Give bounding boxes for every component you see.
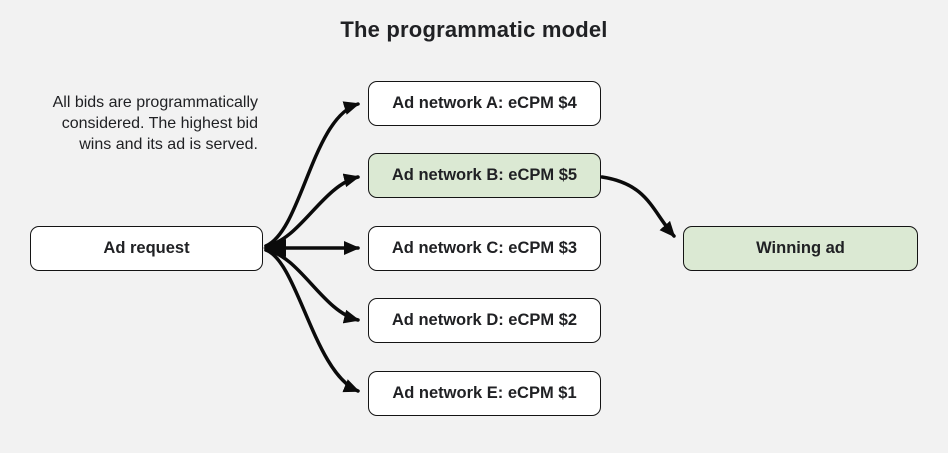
arrow-request-to-network-a xyxy=(264,101,360,248)
arrow-request-to-network-b xyxy=(264,173,360,248)
arrow-request-to-network-e xyxy=(264,248,360,393)
annotation-line: All bids are programmatically xyxy=(52,94,258,111)
node-ad-network-e: Ad network E: eCPM $1 xyxy=(368,371,601,416)
annotation-line: considered. The highest bid xyxy=(61,115,258,132)
diagram-title: The programmatic model xyxy=(340,17,608,42)
node-ad-network-c: Ad network C: eCPM $3 xyxy=(368,226,601,271)
arrow-origin-head xyxy=(263,239,286,257)
node-ad-network-a: Ad network A: eCPM $4 xyxy=(368,81,601,126)
arrow-network-b-to-winning-ad xyxy=(600,175,676,238)
node-ad-request: Ad request xyxy=(30,226,263,271)
annotation-line: wins and its ad is served. xyxy=(79,136,258,153)
node-ad-network-b: Ad network B: eCPM $5 xyxy=(368,153,601,198)
node-winning-ad: Winning ad xyxy=(683,226,918,271)
arrow-request-to-network-d xyxy=(264,248,360,324)
annotation-text: All bids are programmatically considered… xyxy=(0,92,258,155)
node-ad-network-d: Ad network D: eCPM $2 xyxy=(368,298,601,343)
